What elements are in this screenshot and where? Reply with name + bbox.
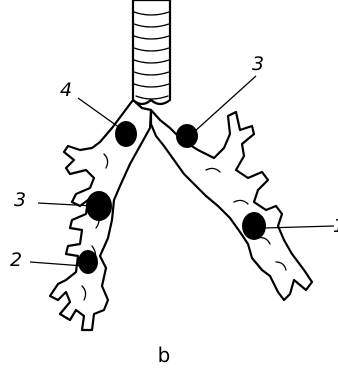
label-right-edge: 1 xyxy=(333,215,338,237)
label-low-left: 2 xyxy=(10,249,22,271)
trachea xyxy=(133,0,170,104)
lesion-low-left xyxy=(78,250,98,274)
leader-4 xyxy=(78,98,120,128)
lesion-top-right xyxy=(176,124,198,148)
leader-3-left xyxy=(38,203,94,206)
lesion-right xyxy=(242,212,266,240)
figure-caption: b xyxy=(158,343,171,367)
label-top-right: 3 xyxy=(252,53,264,75)
leader-3-right xyxy=(194,76,256,132)
label-top-left: 4 xyxy=(60,79,72,101)
lesion-top-left xyxy=(115,121,137,147)
label-mid-left: 3 xyxy=(14,189,26,211)
right-bronchus xyxy=(151,110,312,300)
